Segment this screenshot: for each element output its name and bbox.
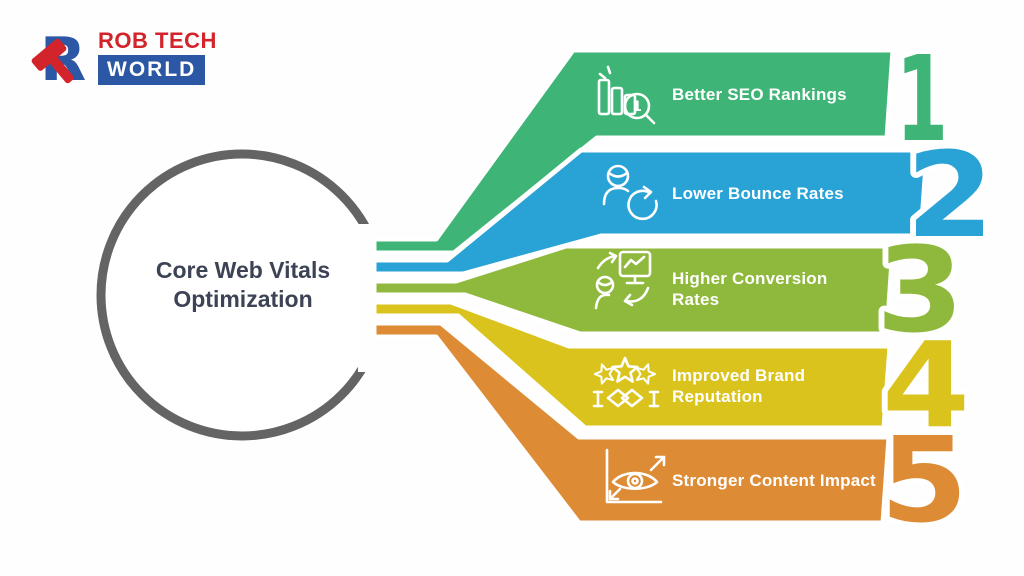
logo: R ROB TECH WORLD — [26, 24, 217, 90]
magnifier-number: 1 — [632, 99, 642, 115]
ribbon-2 — [371, 147, 930, 277]
ribbon-1 — [371, 47, 896, 256]
step-number-2: 2 — [906, 126, 994, 264]
benefit-label-2: Lower Bounce Rates — [672, 184, 844, 203]
stars-handshake-icon — [591, 356, 660, 408]
step-number-4: 4 — [882, 316, 970, 454]
ribbon-4 — [371, 299, 893, 431]
step-number-5: 5 — [880, 411, 968, 549]
ribbon-5 — [371, 320, 892, 526]
center-title: Core Web Vitals Optimization — [155, 257, 331, 313]
ribbon-3 — [371, 243, 896, 337]
benefit-label-1: Better SEO Rankings — [672, 85, 847, 104]
step-number-3: 3 — [876, 221, 964, 359]
bar-chart-magnifier-icon: 1 — [597, 65, 656, 125]
hammer-icon — [31, 38, 74, 84]
benefit-label-4: Improved Brand Reputation — [672, 366, 806, 406]
logo-brand-top: ROB TECH — [98, 28, 217, 53]
benefit-label-5: Stronger Content Impact — [672, 471, 876, 490]
logo-brand-bottom: WORLD — [98, 55, 206, 85]
logo-monogram-icon: R — [31, 25, 86, 90]
eye-growth-chart-icon — [605, 448, 666, 504]
step-number-1: 1 — [896, 30, 948, 168]
conversion-monitor-user-icon — [594, 250, 652, 310]
benefit-label-3: Higher Conversion Rates — [672, 269, 828, 309]
user-refresh-icon — [602, 164, 658, 221]
